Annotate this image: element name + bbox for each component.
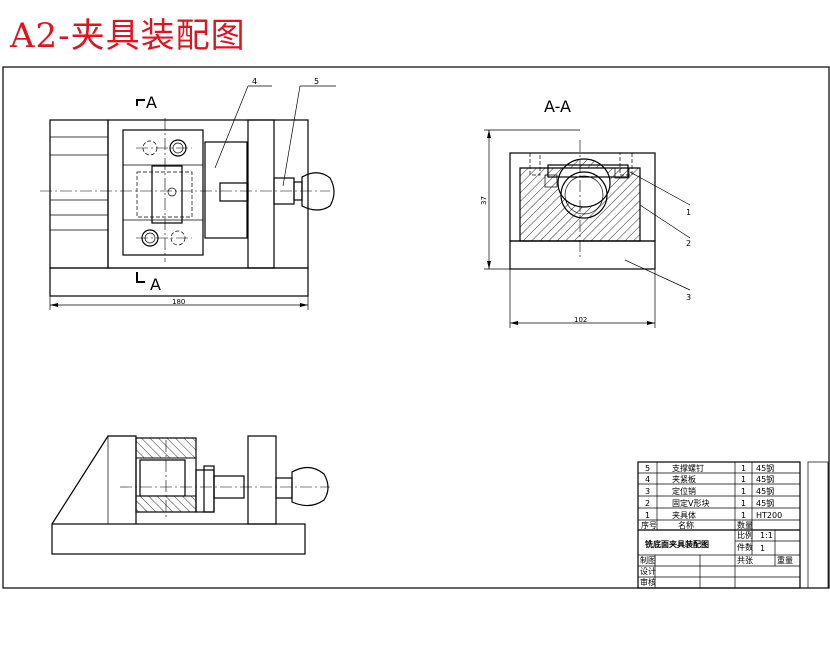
header-qty: 数量	[737, 520, 753, 530]
part-2-no: 2	[645, 499, 650, 508]
scale-label: 比例	[737, 530, 753, 540]
section-mark-a-top: A	[146, 93, 157, 112]
part-1-no: 1	[645, 511, 650, 520]
part-2-material: 45钢	[756, 498, 774, 508]
part-4-name: 夹紧板	[672, 474, 696, 484]
weight-label: 重量	[777, 555, 793, 565]
part-4-no: 4	[645, 475, 650, 484]
dimension-102: 102	[574, 316, 587, 324]
header-name: 名称	[678, 520, 694, 530]
front-view	[40, 85, 336, 310]
section-callout-3: 3	[686, 293, 691, 302]
part-1-qty: 1	[741, 511, 746, 520]
part-2-qty: 1	[741, 499, 746, 508]
count-value: 1	[760, 544, 765, 553]
part-4-qty: 1	[741, 475, 746, 484]
title-block-rows: 5 支撑螺钉 1 45钢 4 夹紧板 1 45钢 3 定位销 1 45钢 2 固…	[640, 463, 793, 587]
design-label: 设计	[640, 566, 656, 576]
part-5-name: 支撑螺钉	[672, 463, 704, 473]
part-5-material: 45钢	[756, 463, 774, 473]
side-view	[51, 435, 330, 555]
part-3-name: 定位销	[672, 486, 696, 496]
part-1-name: 夹具体	[672, 510, 696, 520]
check-label: 审核	[640, 577, 656, 587]
part-5-no: 5	[645, 464, 650, 473]
section-callout-2: 2	[686, 239, 691, 248]
count-label: 件数	[737, 542, 753, 552]
part-1-material: HT200	[756, 511, 782, 520]
part-3-qty: 1	[741, 487, 746, 496]
callout-4: 4	[252, 77, 257, 86]
section-view-a-a	[484, 129, 691, 328]
drawn-label: 制图	[640, 555, 656, 565]
dimension-37: 37	[480, 196, 488, 205]
section-callout-1: 1	[686, 208, 691, 217]
callout-5: 5	[314, 77, 319, 86]
sheet-label: 共张	[737, 556, 753, 565]
section-mark-a-bottom: A	[150, 275, 161, 294]
page-title: A2-夹具装配图	[10, 16, 246, 56]
part-4-material: 45钢	[756, 474, 774, 484]
part-3-no: 3	[645, 487, 650, 496]
part-5-qty: 1	[741, 464, 746, 473]
part-3-material: 45钢	[756, 486, 774, 496]
section-view-label: A-A	[544, 97, 571, 116]
drawing-title: 铣底面夹具装配图	[645, 539, 709, 549]
dimension-180: 180	[172, 298, 185, 306]
header-no: 序号	[641, 520, 657, 530]
drawing-border	[2, 66, 830, 589]
scale-value: 1:1	[760, 531, 773, 540]
title-block-frame	[637, 461, 829, 589]
part-2-name: 固定V形块	[672, 498, 709, 508]
